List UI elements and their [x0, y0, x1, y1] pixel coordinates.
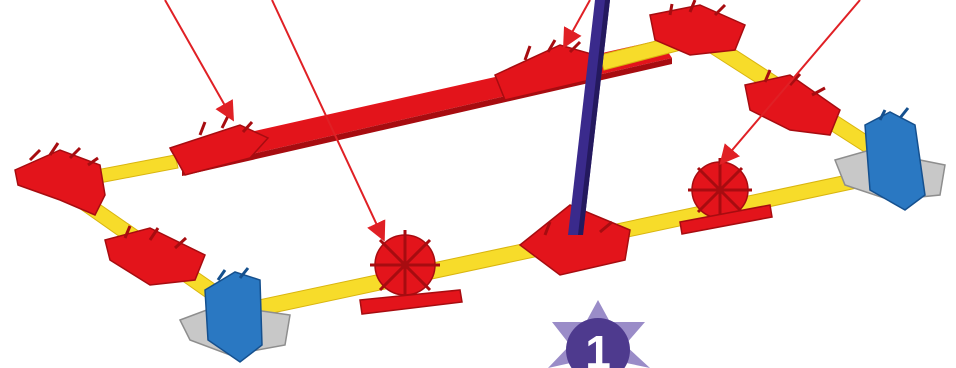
callout-arrow-1: [165, 0, 232, 118]
red-connectors: [15, 0, 840, 314]
purple-rod: [568, 0, 610, 235]
callout-arrow-3: [565, 0, 590, 45]
step-badge: 1: [548, 300, 650, 368]
red-connector-top-left: [170, 116, 268, 175]
blue-gray-connector-front-right: [835, 108, 945, 210]
red-connector-top-right: [495, 40, 595, 100]
step-number: 1: [585, 326, 611, 368]
red-connector-back-left: [15, 143, 105, 215]
